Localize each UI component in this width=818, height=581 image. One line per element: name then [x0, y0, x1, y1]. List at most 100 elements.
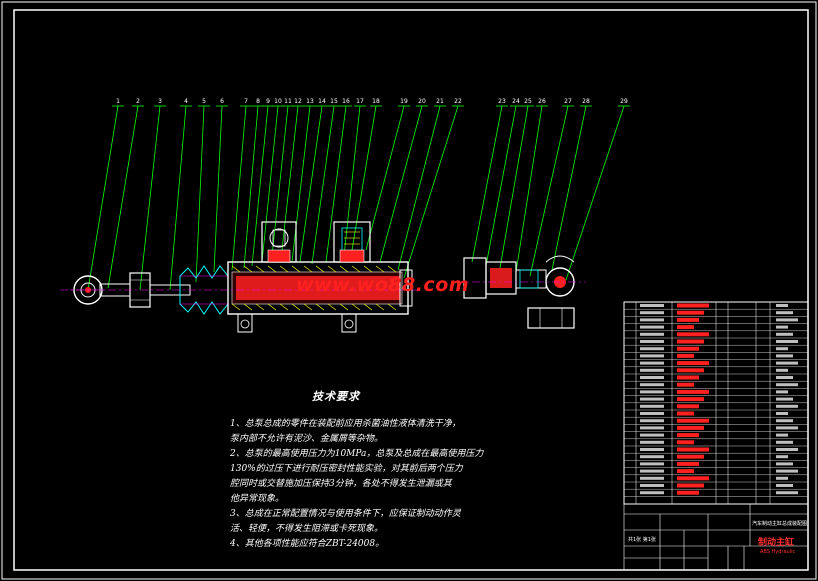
part-number-label: 23: [498, 98, 506, 105]
bom-name-mark: [677, 433, 699, 438]
bom-material-mark: [776, 440, 793, 444]
leader-lines: [87, 105, 630, 291]
leader-line: [299, 105, 323, 263]
part-number-label: 21: [436, 98, 444, 105]
bom-material-mark: [776, 318, 798, 322]
bom-code-mark: [640, 354, 664, 358]
bom-material-mark: [776, 419, 793, 423]
bom-name-mark: [677, 389, 709, 394]
leader-line: [499, 105, 529, 269]
master-cylinder-assembly: [60, 221, 420, 333]
leader-line: [551, 105, 587, 271]
leader-line: [281, 105, 299, 251]
part-number-label: 28: [582, 98, 590, 105]
leader-line: [231, 105, 247, 271]
leader-line: [325, 105, 347, 263]
bom-code-mark: [640, 419, 664, 423]
part-number-label: 29: [620, 98, 628, 105]
bom-name-mark: [677, 411, 694, 416]
leader-line: [251, 105, 269, 267]
bom-material-mark: [776, 340, 798, 343]
bom-name-mark: [677, 339, 704, 344]
part-number-label: 18: [372, 98, 380, 105]
bom-code-mark: [640, 304, 664, 307]
leader-line: [379, 105, 423, 263]
leader-line: [243, 105, 259, 269]
bom-name-mark: [677, 382, 694, 387]
outlet-fitting: [399, 269, 413, 307]
leader-line: [351, 105, 377, 251]
title-block: [623, 503, 809, 571]
bom-code-mark: [640, 397, 664, 401]
bom-material-mark: [776, 426, 798, 430]
bom-name-mark: [677, 490, 699, 495]
bom-material-mark: [776, 390, 788, 394]
bom-name-mark: [677, 404, 699, 409]
bom-code-mark: [640, 347, 664, 351]
bom-code-mark: [640, 376, 664, 379]
bom-material-mark: [776, 491, 798, 495]
bom-name-mark: [677, 440, 694, 445]
bom-material-mark: [776, 376, 793, 379]
leader-line: [195, 105, 205, 283]
tech-req-line: 他异常现象。: [230, 494, 285, 504]
part-number-label: 9: [266, 98, 270, 105]
bom-code-mark: [640, 484, 664, 487]
bom-material-mark: [776, 469, 798, 473]
bom-code-mark: [640, 469, 664, 473]
part-number-label: 4: [184, 98, 188, 105]
part-number-label: 3: [158, 98, 162, 105]
bom-code-mark: [640, 325, 664, 329]
side-view-assembly: [456, 255, 586, 329]
leader-line: [529, 105, 569, 277]
part-number-label: 24: [512, 98, 520, 105]
part-number-label: 12: [294, 98, 302, 105]
side-bracket: [527, 307, 575, 329]
tech-req-line: 1、总泵总成的零件在装配前应用杀菌油性液体清洗干净，: [230, 419, 461, 429]
leader-line: [311, 105, 335, 265]
tech-req-line: 泵内部不允许有泥沙、金属屑等杂物。: [230, 434, 384, 444]
part-number-label: 26: [538, 98, 546, 105]
bom-code-mark: [640, 368, 664, 372]
tech-req-line: 活、轻便，不得发生阻滞或卡死现象。: [230, 524, 384, 534]
bom-code-mark: [640, 433, 664, 437]
part-number-label: 14: [318, 98, 326, 105]
bom-code-mark: [640, 340, 664, 343]
bom-material-mark: [776, 347, 788, 351]
bom-material-mark: [776, 397, 793, 401]
leader-line: [365, 105, 405, 251]
bom-material-mark: [776, 412, 788, 415]
bom-name-mark: [677, 332, 709, 337]
bom-code-mark: [640, 426, 664, 430]
section-hatching: [231, 265, 397, 311]
bom-code-mark: [640, 476, 664, 480]
bom-name-mark: [677, 397, 704, 402]
cylinder-body: [227, 261, 409, 315]
leader-line: [343, 105, 361, 257]
bom-code-mark: [640, 404, 664, 408]
bom-code-mark: [640, 318, 664, 322]
bom-name-mark: [677, 317, 699, 322]
bom-code-mark: [640, 383, 664, 387]
tech-req-line: 2、总泵的最高使用压力为10MPa，总泵及总成在最高使用压力: [230, 449, 484, 459]
drawing-title: 汽车制动主缸总成装配图: [752, 521, 808, 527]
bom-material-mark: [776, 325, 788, 329]
bom-code-mark: [640, 448, 664, 451]
part-number-label: 20: [418, 98, 426, 105]
inner-border: [13, 9, 809, 571]
piston-section: [236, 276, 400, 300]
bom-material-mark: [776, 304, 788, 307]
part-number-label: 6: [220, 98, 224, 105]
tech-req-line: 3、总成在正常配置情况与使用条件下，应保证制动动作灵: [230, 509, 461, 519]
leader-line: [261, 105, 279, 263]
part-number-label: 16: [342, 98, 350, 105]
part-number-label: 8: [256, 98, 260, 105]
bill-of-materials: [623, 301, 809, 505]
part-number-label: 15: [330, 98, 338, 105]
part-number-label: 22: [454, 98, 462, 105]
bom-name-mark: [677, 447, 709, 452]
bom-code-mark: [640, 440, 664, 444]
part-number-label: 13: [306, 98, 314, 105]
bom-name-mark: [677, 375, 699, 380]
